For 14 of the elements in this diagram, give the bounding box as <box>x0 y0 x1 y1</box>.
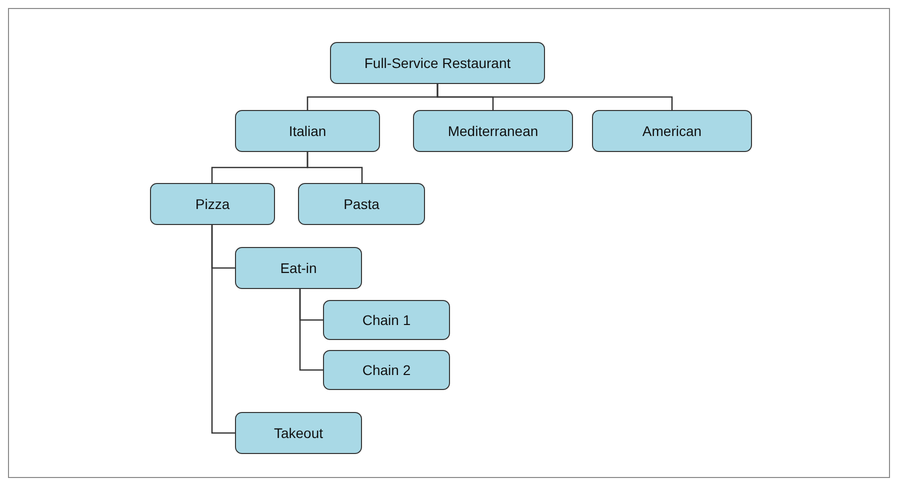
connector-line <box>436 84 673 110</box>
category-box: Chain 2 <box>323 350 450 390</box>
connector-line <box>306 152 363 183</box>
category-box: Mediterranean <box>413 110 573 152</box>
category-box: Takeout <box>235 412 362 454</box>
category-box: Pizza <box>150 183 275 225</box>
connector-line <box>299 289 323 371</box>
category-box: Eat-in <box>235 247 362 289</box>
category-box: Chain 1 <box>323 300 450 340</box>
connector-line <box>211 225 235 434</box>
category-box: Italian <box>235 110 380 152</box>
category-box: Full-Service Restaurant <box>330 42 545 84</box>
category-box: Pasta <box>298 183 425 225</box>
category-box: American <box>592 110 752 152</box>
